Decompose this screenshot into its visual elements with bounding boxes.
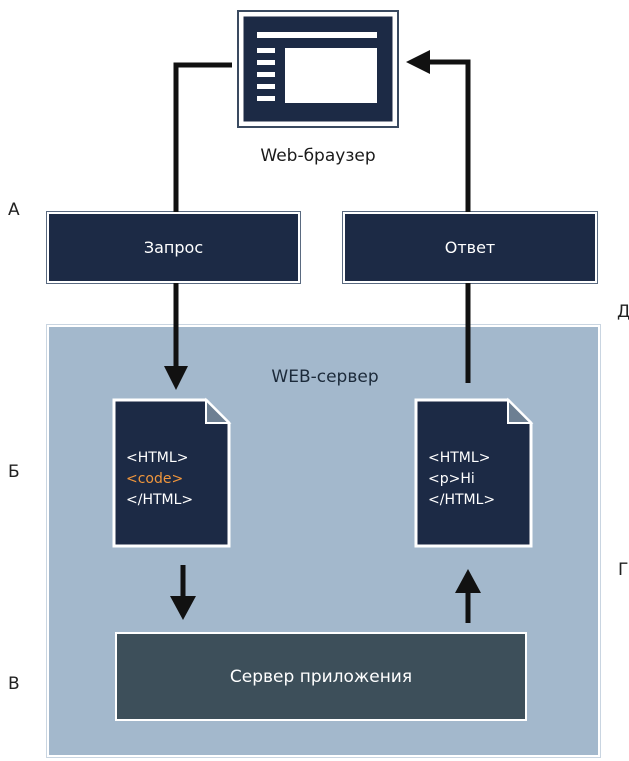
response-box: Ответ xyxy=(342,211,598,284)
side-letter-g: Г xyxy=(618,560,629,580)
browser-label: Web-браузер xyxy=(260,146,376,166)
code-line: <HTML> xyxy=(428,450,491,466)
code-line: </HTML> xyxy=(428,492,496,508)
side-letter-a: А xyxy=(8,200,20,220)
code-line: <HTML> xyxy=(126,450,189,466)
request-box: Запрос xyxy=(46,211,301,284)
request-label: Запрос xyxy=(143,238,204,257)
code-line: <code> xyxy=(126,471,184,487)
document-icon xyxy=(410,394,537,552)
side-letter-d: Д xyxy=(617,302,629,322)
doc-right-code: <HTML> <p>Hi </HTML> xyxy=(428,448,495,511)
document-icon xyxy=(108,394,235,552)
code-line: <p>Hi xyxy=(428,471,475,487)
app-server-box: Сервер приложения xyxy=(115,632,527,721)
code-line: </HTML> xyxy=(126,492,194,508)
response-label: Ответ xyxy=(444,238,496,257)
doc-left-code: <HTML> <code> </HTML> xyxy=(126,448,193,511)
side-letter-b: Б xyxy=(8,462,20,482)
web-server-title: WEB-сервер xyxy=(271,367,379,387)
browser-window-icon xyxy=(237,10,399,128)
side-letter-v: В xyxy=(8,674,20,694)
app-server-label: Сервер приложения xyxy=(229,666,413,687)
